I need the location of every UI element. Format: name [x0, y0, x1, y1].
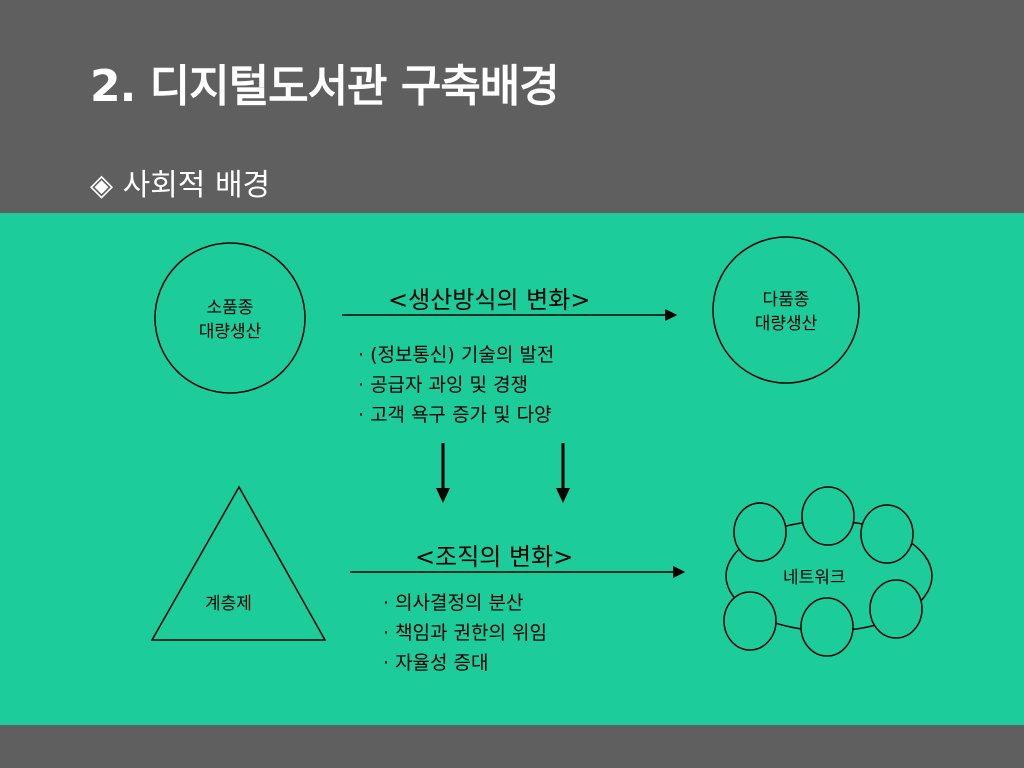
production-change-heading: <생산방식의 변화> — [388, 286, 591, 314]
down-arrow-left — [436, 443, 450, 503]
down-arrow-right — [556, 443, 570, 503]
slide-header: 2. 디지털도서관 구축배경 ◈ 사회적 배경 — [0, 0, 1024, 213]
multi-variety-mass-production-circle — [712, 236, 860, 384]
slide-footer-bar — [0, 725, 1024, 768]
list-item: · (정보통신) 기술의 발전 — [358, 344, 555, 366]
multi-variety-label: 다품종 대량생산 — [754, 290, 818, 334]
organization-change-heading: <조직의 변화> — [415, 543, 574, 571]
list-item: · 의사결정의 분산 — [383, 592, 524, 614]
small-variety-mass-production-circle — [154, 242, 306, 394]
slide-title: 2. 디지털도서관 구축배경 — [90, 61, 560, 112]
production-change-bullets: · (정보통신) 기술의 발전 · 공급자 과잉 및 경쟁 · 고객 욕구 증가… — [358, 340, 554, 430]
list-item: · 자율성 증대 — [383, 652, 489, 674]
network-label: 네트워크 — [783, 568, 846, 588]
list-item: · 공급자 과잉 및 경쟁 — [358, 374, 529, 396]
hierarchy-triangle — [150, 485, 327, 641]
organization-change-bullets: · 의사결정의 분산 · 책임과 권한의 위임 · 자율성 증대 — [383, 588, 547, 678]
network-diagram — [723, 486, 933, 657]
small-variety-label: 소품종 대량생산 — [198, 298, 262, 342]
slide-subtitle: ◈ 사회적 배경 — [90, 168, 271, 203]
list-item: · 고객 욕구 증가 및 다양 — [358, 404, 552, 426]
hierarchy-label: 계층제 — [205, 594, 252, 614]
list-item: · 책임과 권한의 위임 — [383, 622, 547, 644]
